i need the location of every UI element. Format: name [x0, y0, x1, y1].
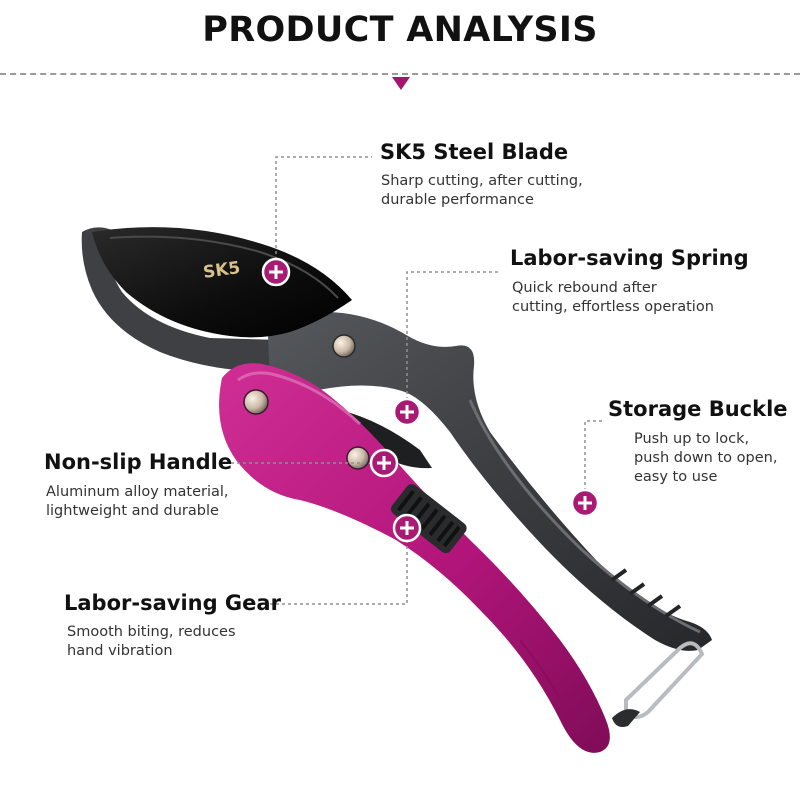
- handle-rivet-top: [243, 389, 269, 415]
- storage-buckle-wire: [624, 641, 705, 719]
- plus-icon-gear: [392, 513, 422, 543]
- gray-handle-ridge: [468, 399, 701, 634]
- plus-icon-handle: [369, 448, 399, 478]
- pivot-rivet: [332, 334, 356, 358]
- feature-title-gear: Labor-saving Gear: [64, 591, 281, 615]
- feature-desc-spring: Quick rebound after cutting, effortless …: [512, 280, 714, 315]
- plus-icon-blade: [261, 257, 291, 287]
- gray-handle-grooves: [610, 568, 682, 618]
- handle-highlight: [237, 371, 362, 426]
- feature-title-spring: Labor-saving Spring: [510, 246, 749, 270]
- magenta-handle: [219, 363, 610, 753]
- blade-highlight: [109, 235, 339, 299]
- plus-icon-spring: [392, 397, 422, 427]
- page-title: PRODUCT ANALYSIS: [202, 10, 598, 50]
- pointer-triangle-icon: [392, 77, 410, 90]
- feature-desc-buckle: Push up to lock, push down to open, easy…: [634, 431, 778, 485]
- feature-desc-blade: Sharp cutting, after cutting, durable pe…: [381, 173, 583, 208]
- plus-icon-buckle: [570, 488, 600, 518]
- feature-title-buckle: Storage Buckle: [608, 397, 788, 421]
- buckle-hook: [612, 709, 640, 727]
- handle-grip-lines: [519, 639, 569, 713]
- feature-desc-gear: Smooth biting, reduces hand vibration: [67, 624, 236, 659]
- feature-desc-handle: Aluminum alloy material, lightweight and…: [46, 484, 229, 519]
- plus-markers: [261, 257, 600, 543]
- handle-rivet-middle: [346, 446, 370, 470]
- leader-spring: [406, 271, 500, 412]
- feature-title-handle: Non-slip Handle: [44, 450, 233, 474]
- anvil-jaw: [81, 227, 282, 372]
- leader-gear: [254, 528, 408, 605]
- ratchet-gear: [390, 484, 467, 554]
- feature-title-blade: SK5 Steel Blade: [380, 140, 569, 164]
- leader-blade: [275, 156, 372, 272]
- spring-shadow: [340, 410, 432, 469]
- sk5-blade: [92, 227, 352, 338]
- title-divider: [0, 73, 800, 75]
